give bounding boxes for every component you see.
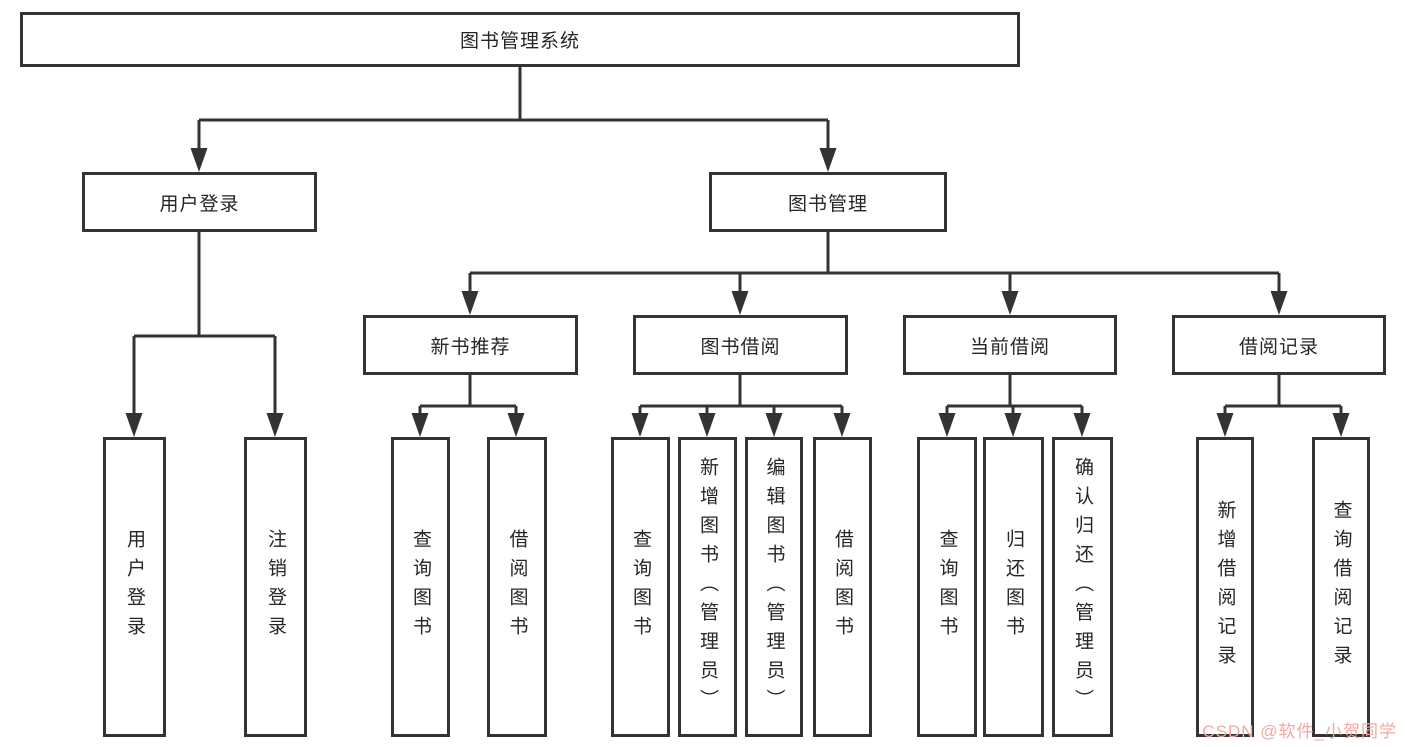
- leaf-query-books: 查询图书: [391, 437, 450, 737]
- arrowhead-icon: [125, 413, 143, 437]
- connector-root-to-level2: [197, 67, 830, 149]
- leaf-add-borrow-record: 新增借阅记录: [1196, 437, 1254, 737]
- node-label: 借阅记录: [1238, 336, 1319, 358]
- arrowhead-icon: [833, 413, 851, 437]
- connector-book-borrow: [638, 375, 844, 414]
- connector-book-mgmt: [468, 232, 1281, 292]
- leaf-query-books: 查询图书: [611, 437, 670, 737]
- arrowhead-icon: [938, 413, 956, 437]
- node-label: 归还图书: [1003, 529, 1024, 645]
- arrowhead-icon: [266, 413, 284, 437]
- arrowhead-icon: [819, 148, 837, 172]
- leaf-logout: 注销登录: [244, 437, 307, 737]
- leaf-edit-books-admin: 编辑图书（管理员）: [745, 437, 803, 737]
- node-library-system: 图书管理系统: [20, 12, 1020, 67]
- arrowhead-icon: [190, 148, 208, 172]
- arrowhead-icon: [461, 291, 479, 315]
- node-label: 查询图书: [630, 529, 651, 645]
- node-new-book-recommend: 新书推荐: [363, 315, 578, 375]
- arrowhead-icon: [411, 413, 429, 437]
- arrowhead-icon: [765, 413, 783, 437]
- node-label: 查询图书: [936, 529, 958, 645]
- arrowhead-icon: [631, 413, 649, 437]
- node-user-login: 用户登录: [82, 172, 317, 232]
- arrowhead-icon: [1073, 413, 1091, 437]
- node-label: 新书推荐: [430, 336, 511, 358]
- leaf-borrow-books: 借阅图书: [813, 437, 872, 737]
- arrowhead-icon: [1270, 291, 1288, 315]
- node-label: 新增图书（管理员）: [697, 456, 718, 718]
- leaf-return-books: 归还图书: [983, 437, 1044, 737]
- node-label: 查询图书: [410, 529, 431, 645]
- node-label: 图书管理: [787, 193, 868, 215]
- leaf-query-borrow-record: 查询借阅记录: [1312, 437, 1370, 737]
- arrowhead-icon: [1001, 291, 1019, 315]
- connector-new-book: [418, 375, 518, 414]
- arrowhead-icon: [1004, 413, 1022, 437]
- node-label: 图书管理系统: [459, 31, 580, 52]
- connector-current-borrow: [945, 375, 1084, 414]
- leaf-borrow-books: 借阅图书: [487, 437, 547, 737]
- arrowhead-icon: [731, 291, 749, 315]
- node-label: 借阅图书: [506, 529, 528, 645]
- arrowhead-icon: [1216, 413, 1234, 437]
- leaf-query-books: 查询图书: [917, 437, 977, 737]
- node-label: 注销登录: [265, 529, 286, 645]
- node-label: 用户登录: [159, 193, 240, 215]
- leaf-confirm-return-admin: 确认归还（管理员）: [1052, 437, 1113, 737]
- leaf-user-login: 用户登录: [103, 437, 166, 737]
- node-label: 确认归还（管理员）: [1072, 456, 1093, 718]
- node-label: 编辑图书（管理员）: [763, 456, 785, 718]
- node-current-borrow: 当前借阅: [903, 315, 1117, 375]
- leaf-add-books-admin: 新增图书（管理员）: [678, 437, 737, 737]
- node-label: 借阅图书: [832, 529, 853, 645]
- node-borrow-records: 借阅记录: [1172, 315, 1386, 375]
- arrowhead-icon: [507, 413, 525, 437]
- node-book-management: 图书管理: [709, 172, 947, 232]
- node-label: 当前借阅: [969, 336, 1050, 358]
- node-book-borrow: 图书借阅: [633, 315, 848, 375]
- connector-borrow-records: [1223, 375, 1343, 414]
- csdn-watermark: CSDN @软件_小贺同学: [1202, 722, 1397, 741]
- node-label: 查询借阅记录: [1330, 500, 1352, 674]
- node-label: 用户登录: [124, 529, 145, 645]
- arrowhead-icon: [698, 413, 716, 437]
- connector-user-login: [132, 232, 277, 414]
- node-label: 新增借阅记录: [1214, 500, 1236, 674]
- node-label: 图书借阅: [700, 336, 781, 358]
- arrowhead-icon: [1332, 413, 1350, 437]
